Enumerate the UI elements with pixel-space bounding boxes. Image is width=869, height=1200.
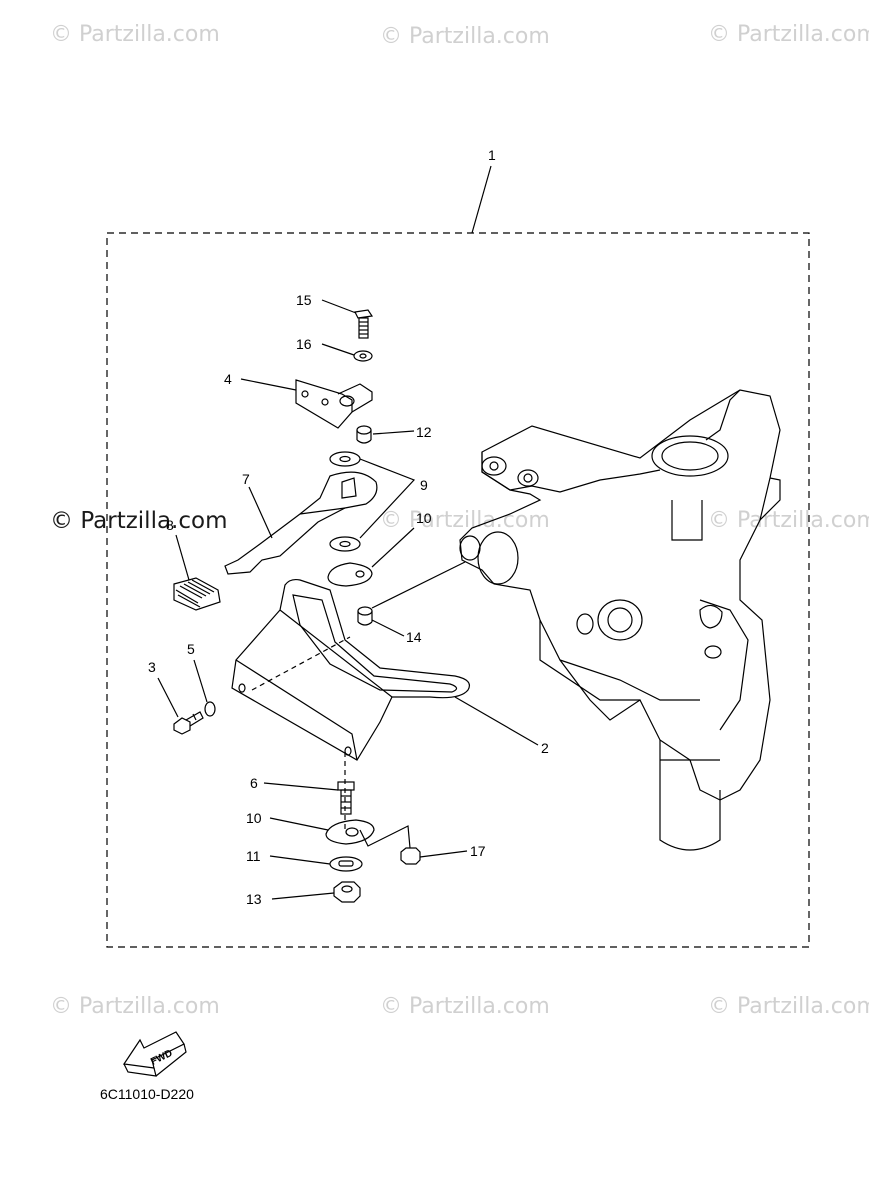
leader-10-lower (269, 817, 329, 831)
leader-17 (419, 850, 468, 858)
callout-1: 1 (488, 147, 496, 163)
nut-13 (333, 881, 361, 903)
callout-3: 3 (148, 659, 156, 675)
bracket-4 (295, 379, 373, 429)
washer-11 (329, 856, 363, 872)
callout-11: 11 (246, 848, 261, 864)
washer-16-hole (359, 353, 367, 359)
watermark-top-left: © Partzilla.com (50, 22, 220, 47)
callout-16: 16 (296, 336, 312, 352)
washer-9-lower (329, 536, 361, 552)
callout-10-upper: 10 (416, 510, 432, 526)
leader-16 (321, 343, 355, 356)
leader-2 (454, 696, 539, 746)
callout-17: 17 (470, 843, 486, 859)
leader-7 (248, 486, 273, 539)
callout-8: 8 (166, 517, 174, 533)
callout-9: 9 (420, 477, 428, 493)
watermark-mid-right: © Partzilla.com (708, 508, 869, 533)
watermark-bottom-center: © Partzilla.com (380, 994, 550, 1019)
leader-11 (269, 855, 331, 865)
leader-4 (240, 378, 297, 391)
diagram-code: 6C11010-D220 (100, 1086, 194, 1102)
washer-9-upper-hole (339, 455, 351, 463)
nut-17 (400, 847, 421, 865)
leader-13 (271, 892, 335, 900)
leader-1 (471, 165, 492, 234)
leader-14-to-lever (371, 561, 466, 609)
assembly-boundary (106, 232, 810, 948)
callout-4: 4 (224, 371, 232, 387)
collar-14 (357, 606, 373, 626)
washer-9-upper (329, 451, 361, 467)
lever-7 (224, 471, 378, 575)
leader-15 (321, 299, 357, 314)
watermark-bottom-left: © Partzilla.com (50, 994, 220, 1019)
washer-5 (204, 701, 216, 717)
leader-10-upper (371, 527, 415, 568)
watermark-mid-left: © Partzilla.com (50, 508, 228, 534)
leader-17-bracket (359, 825, 411, 849)
watermark-top-center: © Partzilla.com (380, 24, 550, 49)
watermark-bottom-right: © Partzilla.com (708, 994, 869, 1019)
washer-11-slot (338, 860, 354, 867)
plate-10-upper-hole (355, 570, 365, 578)
leader-3 (157, 677, 179, 718)
collar-12 (356, 425, 372, 444)
callout-2: 2 (541, 740, 549, 756)
grip-8 (173, 577, 221, 611)
callout-13: 13 (246, 891, 262, 907)
leader-12 (372, 430, 415, 435)
plate-10-lower-hole (345, 827, 359, 837)
leader-9 (359, 458, 416, 539)
callout-12: 12 (416, 424, 432, 440)
callout-10-lower: 10 (246, 810, 262, 826)
callout-5: 5 (187, 641, 195, 657)
fwd-arrow (122, 1031, 187, 1077)
leader-5 (193, 659, 208, 703)
bracket-2 (231, 578, 471, 830)
callout-15: 15 (296, 292, 312, 308)
swivel-bracket (459, 389, 781, 851)
bolt-3 (173, 711, 204, 735)
plate-10-upper (327, 562, 373, 587)
callout-14: 14 (406, 629, 422, 645)
leader-6 (263, 782, 339, 791)
washer-9-lower-hole (339, 540, 351, 548)
plate-10-lower (325, 819, 375, 845)
watermark-top-right: © Partzilla.com (708, 22, 869, 47)
washer-16 (353, 350, 373, 362)
callout-7: 7 (242, 471, 250, 487)
leader-8 (175, 534, 190, 581)
callout-6: 6 (250, 775, 258, 791)
bolt-6 (337, 781, 355, 815)
watermark-mid-center: © Partzilla.com (380, 508, 550, 533)
leader-14 (371, 619, 405, 637)
bolt-15 (354, 309, 374, 339)
